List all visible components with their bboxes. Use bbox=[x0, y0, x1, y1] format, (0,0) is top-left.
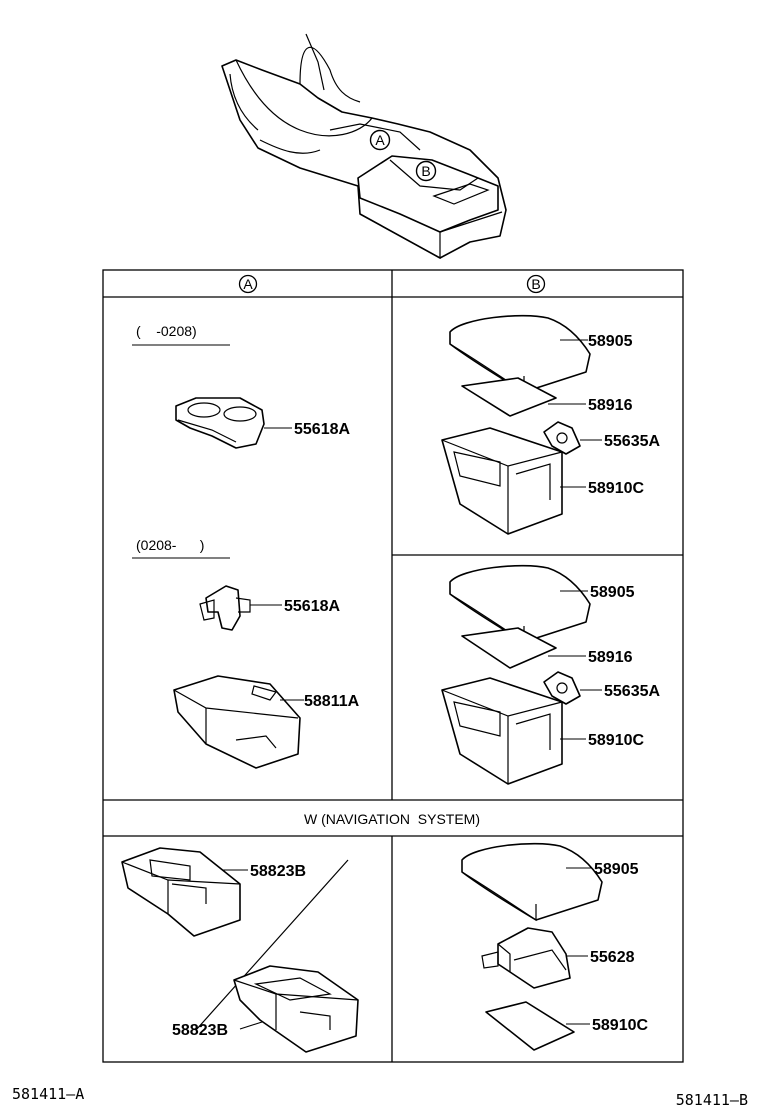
navigation-section-title: W (NAVIGATION SYSTEM) bbox=[304, 811, 480, 827]
part-label-58823b-upper: 58823B bbox=[250, 863, 306, 880]
part-label-58823b-lower: 58823B bbox=[172, 1022, 228, 1039]
console-pad-upper-illustration bbox=[461, 377, 557, 417]
nav-tray-upper-illustration bbox=[121, 847, 241, 937]
part-label-58910c-upper: 58910C bbox=[588, 480, 644, 497]
column-header-b-label: B bbox=[531, 276, 540, 292]
part-label-55618a-early: 55618A bbox=[294, 421, 350, 438]
column-header-a-label: A bbox=[243, 276, 253, 292]
part-label-55628: 55628 bbox=[590, 949, 635, 966]
nav-lid-illustration bbox=[461, 842, 603, 922]
part-label-55635a-upper: 55635A bbox=[604, 433, 660, 450]
date-range-late: (0208- ) bbox=[136, 537, 204, 553]
cup-holder-late-illustration bbox=[199, 585, 251, 631]
console-lid-lower-illustration bbox=[449, 564, 591, 644]
overview-marker-a: A bbox=[369, 129, 391, 151]
ashtray-box-illustration bbox=[173, 675, 301, 769]
overview-marker-a-label: A bbox=[375, 132, 385, 148]
column-header-a: A bbox=[238, 274, 258, 294]
cup-holder-early-illustration bbox=[175, 397, 265, 449]
part-label-58916-lower: 58916 bbox=[588, 649, 633, 666]
console-clip-lower-illustration bbox=[543, 671, 581, 705]
column-header-b: B bbox=[526, 274, 546, 294]
console-pad-lower-illustration bbox=[461, 627, 557, 669]
part-label-58916-upper: 58916 bbox=[588, 397, 633, 414]
navigation-diagonal-divider bbox=[195, 859, 349, 1031]
overview-marker-b: B bbox=[415, 160, 437, 182]
part-label-55618a-late: 55618A bbox=[284, 598, 340, 615]
nav-tray-lower-illustration bbox=[233, 965, 359, 1053]
console-clip-upper-illustration bbox=[543, 421, 581, 455]
console-box-lower-illustration bbox=[441, 677, 563, 785]
nav-pad-illustration bbox=[485, 1001, 575, 1051]
part-label-58905-nav: 58905 bbox=[594, 861, 639, 878]
footer-code-left: 581411–A bbox=[12, 1085, 84, 1103]
overview-marker-b-label: B bbox=[421, 163, 430, 179]
nav-bracket-illustration bbox=[481, 927, 571, 989]
part-label-55635a-lower: 55635A bbox=[604, 683, 660, 700]
part-label-58811a: 58811A bbox=[304, 693, 360, 710]
part-label-58905-lower: 58905 bbox=[590, 584, 635, 601]
console-overview-illustration bbox=[221, 33, 507, 260]
date-range-early: ( -0208) bbox=[136, 323, 197, 339]
parts-table-grid bbox=[102, 269, 684, 1063]
footer-code-right: 581411–B bbox=[676, 1091, 748, 1109]
part-label-58905-upper: 58905 bbox=[588, 333, 633, 350]
part-label-58910c-lower: 58910C bbox=[588, 732, 644, 749]
part-label-58910c-nav: 58910C bbox=[592, 1017, 648, 1034]
console-box-upper-illustration bbox=[441, 427, 563, 535]
